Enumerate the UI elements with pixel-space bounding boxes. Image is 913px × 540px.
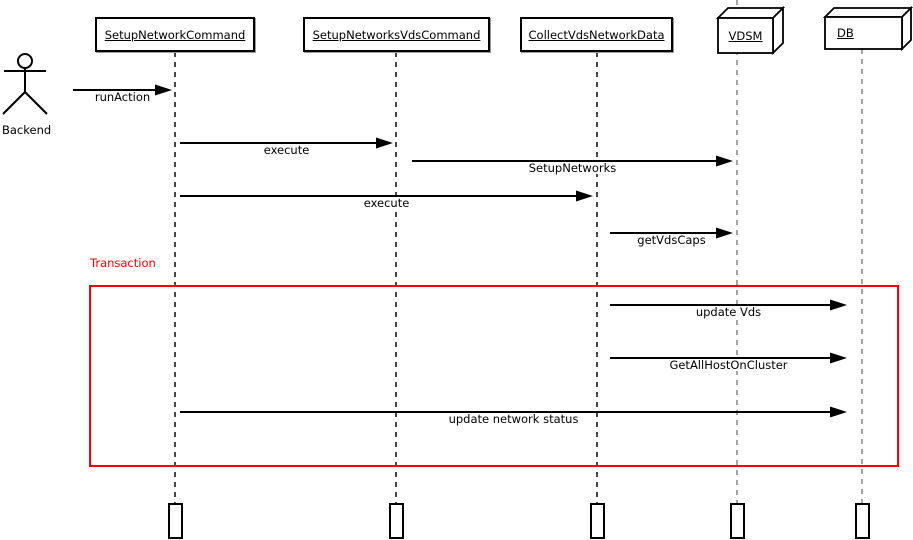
message-arrowhead-4 — [716, 227, 733, 239]
actor-left-leg — [2, 91, 26, 115]
activation-box-SetupNetworksVdsCommand — [388, 503, 404, 539]
node-front-VDSM — [717, 17, 774, 54]
message-label-1: execute — [262, 143, 311, 157]
actor-label: Backend — [2, 123, 52, 137]
lifeline-box-SetupNetworkCommand: SetupNetworkCommand — [95, 17, 255, 52]
message-label-7: update network status — [447, 412, 580, 426]
activation-box-DB — [854, 503, 870, 539]
message-arrowhead-0 — [155, 84, 172, 96]
message-arrowhead-7 — [830, 406, 847, 418]
message-arrowhead-3 — [576, 190, 593, 202]
transaction-frame — [89, 285, 899, 467]
actor-right-leg — [24, 91, 48, 115]
message-label-3: execute — [362, 196, 411, 210]
message-arrowhead-1 — [376, 137, 393, 149]
message-label-5: update Vds — [694, 305, 763, 319]
message-arrowhead-6 — [830, 352, 847, 364]
activation-box-CollectVdsNetworkData — [589, 503, 605, 539]
lifeline-box-label: SetupNetworkCommand — [104, 27, 246, 42]
message-label-0: runAction — [93, 90, 152, 104]
lifeline-box-CollectVdsNetworkData: CollectVdsNetworkData — [520, 17, 673, 52]
lifeline-box-SetupNetworksVdsCommand: SetupNetworksVdsCommand — [303, 17, 490, 52]
lifeline-box-label: SetupNetworksVdsCommand — [312, 27, 481, 42]
message-arrowhead-2 — [716, 155, 733, 167]
transaction-label: Transaction — [90, 256, 156, 270]
lifeline-box-label: CollectVdsNetworkData — [528, 27, 665, 42]
node-front-DB — [824, 16, 903, 50]
activation-box-SetupNetworkCommand — [167, 503, 183, 539]
message-label-4: getVdsCaps — [636, 233, 707, 247]
activation-box-VDSM — [729, 503, 745, 539]
message-arrowhead-5 — [830, 299, 847, 311]
message-label-2: SetupNetworks — [527, 161, 618, 175]
message-label-6: GetAllHostOnCluster — [668, 358, 789, 372]
node-box-label-DB: DB — [837, 26, 854, 40]
node-box-label-VDSM: VDSM — [728, 28, 763, 43]
